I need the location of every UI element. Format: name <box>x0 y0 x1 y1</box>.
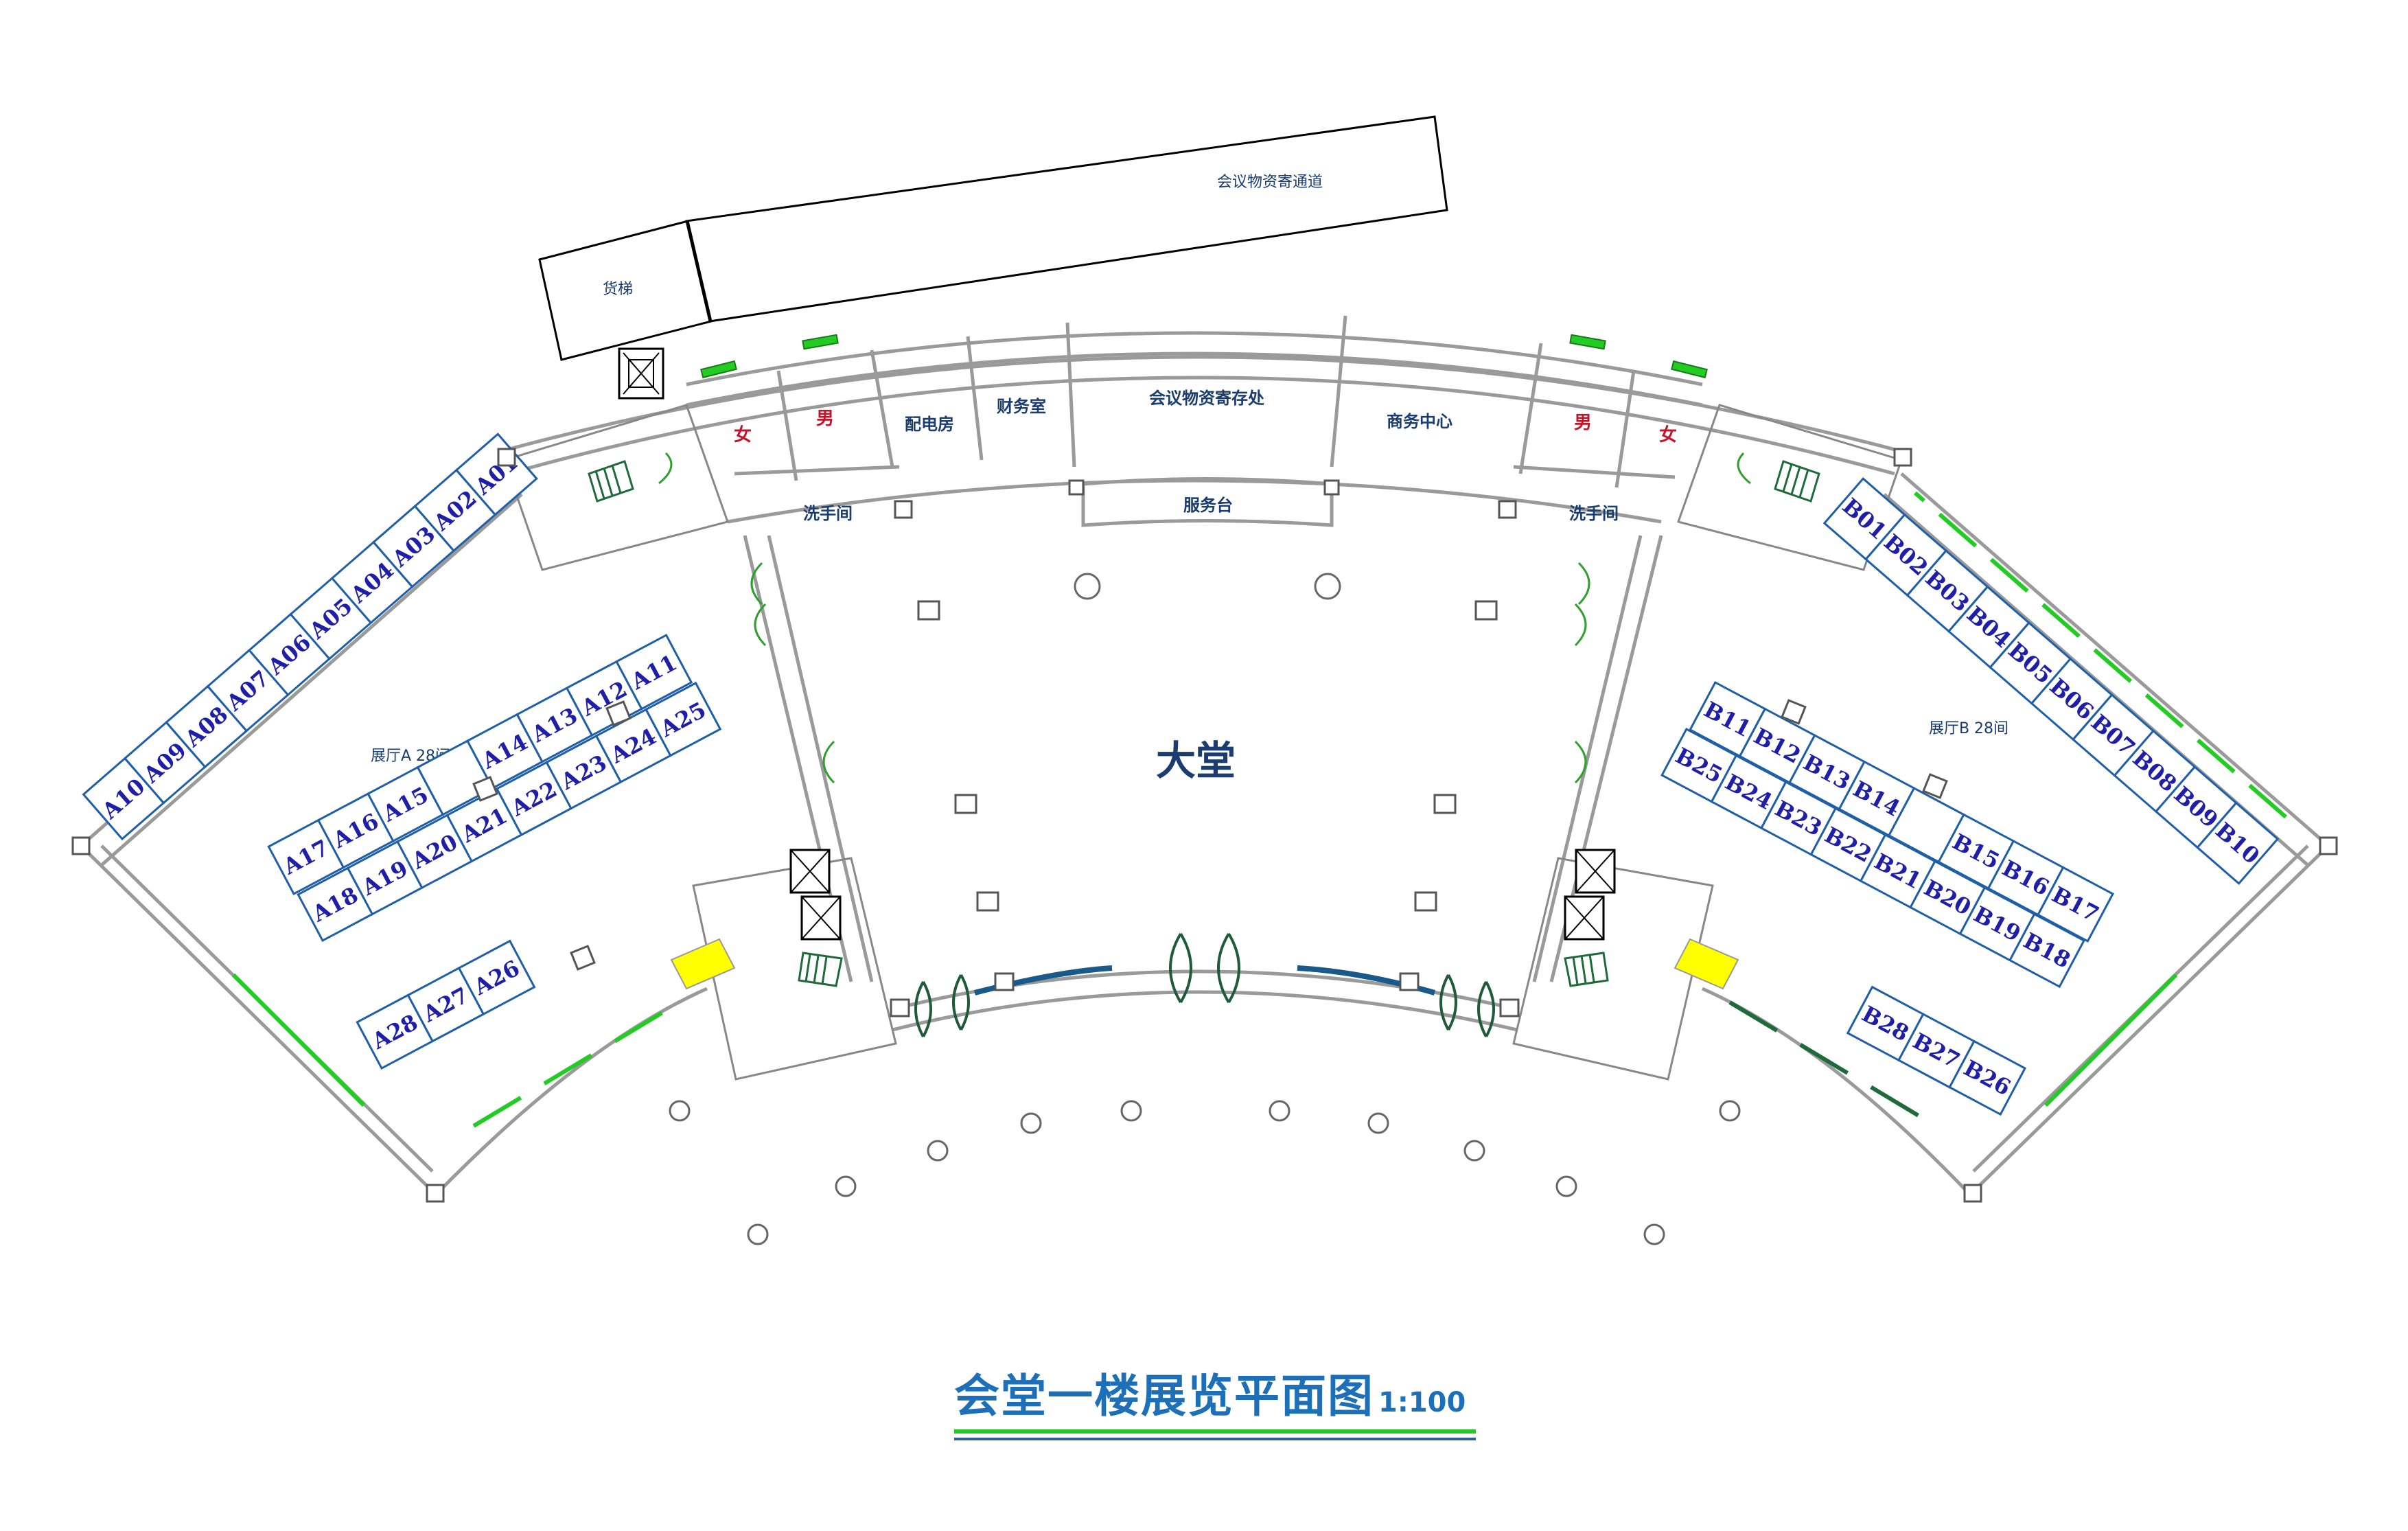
booths-hall-b: B10B09B08B07B06B05B04B03B02B01B17B16B15B… <box>1660 477 2280 1116</box>
washroom-label-left: 洗手间 <box>803 504 853 523</box>
booth-cell[interactable] <box>457 939 536 1016</box>
booth-cell[interactable] <box>1846 985 1925 1062</box>
freight-elevator-block: 货梯 <box>538 220 713 400</box>
column-icon <box>1314 573 1341 600</box>
finance-room-label: 财务室 <box>997 397 1046 416</box>
power-room-label: 配电房 <box>905 415 954 434</box>
title-underline-blue <box>954 1438 1476 1440</box>
booth-cell[interactable] <box>615 634 693 711</box>
stairs-elevators <box>588 460 1820 990</box>
hall-b-label: 展厅B 28间 <box>1929 720 2008 737</box>
stairs-icon <box>798 952 843 987</box>
business-center-label: 商务中心 <box>1387 412 1452 431</box>
washroom-label-right: 洗手间 <box>1569 504 1619 523</box>
corridor-label: 会议物资寄通道 <box>1217 174 1323 191</box>
female-label-left: 女 <box>734 424 752 446</box>
service-desk-label: 服务台 <box>1183 496 1233 515</box>
lobby: 大堂 <box>890 573 1520 1037</box>
revolving-door-icon <box>1439 974 1495 1037</box>
booth-cell[interactable] <box>1822 477 1906 561</box>
corridor-block: 会议物资寄通道 <box>685 115 1448 323</box>
storage-label: 会议物资寄存处 <box>1149 389 1264 408</box>
stairs-icon <box>588 460 634 503</box>
highlight-block <box>670 938 736 990</box>
service-rooms: 女 男 配电房 财务室 会议物资寄存处 商务中心 男 女 洗手间 洗手间 服务台 <box>734 315 1677 527</box>
female-label-right: 女 <box>1659 424 1677 446</box>
lobby-label: 大堂 <box>1156 737 1236 784</box>
revolving-door-icon <box>1169 932 1240 1004</box>
stairs-icon <box>1564 952 1609 987</box>
booth-cell[interactable] <box>1660 727 1738 803</box>
title-scale: 1:100 <box>1378 1387 1466 1418</box>
booth-cell[interactable] <box>645 681 722 757</box>
booth-cell[interactable] <box>1689 680 1767 758</box>
column-icon <box>1074 573 1101 600</box>
booth-cell[interactable] <box>454 433 538 516</box>
male-label-right: 男 <box>1574 413 1592 433</box>
hall-columns <box>71 448 2338 1203</box>
revolving-door-icon <box>914 974 970 1037</box>
freight-elevator-label: 货梯 <box>603 281 633 298</box>
outdoor-columns <box>669 1100 1741 1245</box>
title-main: 会堂一楼展览平面图 <box>954 1370 1374 1423</box>
highlight-block <box>1674 938 1739 990</box>
booths-hall-a: A10A09A08A07A06A05A04A03A02A01A17A16A15A… <box>82 433 722 1070</box>
male-label-left: 男 <box>816 408 834 429</box>
title-underline-green <box>954 1429 1476 1434</box>
doors <box>658 452 1751 784</box>
stairs-icon <box>1774 460 1820 503</box>
